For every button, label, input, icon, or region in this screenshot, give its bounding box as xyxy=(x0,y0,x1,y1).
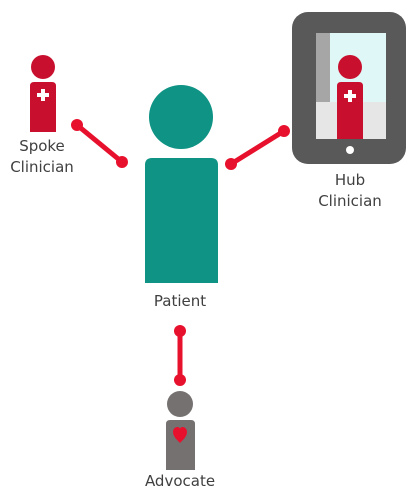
hub-clinician-icon xyxy=(337,55,363,139)
advocate-icon xyxy=(166,391,195,470)
spoke-clinician-icon xyxy=(30,55,56,132)
spoke-clinician-label: Spoke Clinician xyxy=(10,137,74,176)
connector-hub-patient xyxy=(225,125,290,170)
connector-spoke-patient xyxy=(71,119,128,168)
advocate-label: Advocate xyxy=(144,472,216,490)
hub-clinician-label: Hub Clinician xyxy=(318,171,382,210)
heart-icon xyxy=(173,427,187,443)
patient-label: Patient xyxy=(153,292,207,310)
patient-icon xyxy=(145,85,218,283)
connector-patient-advocate xyxy=(174,325,186,386)
